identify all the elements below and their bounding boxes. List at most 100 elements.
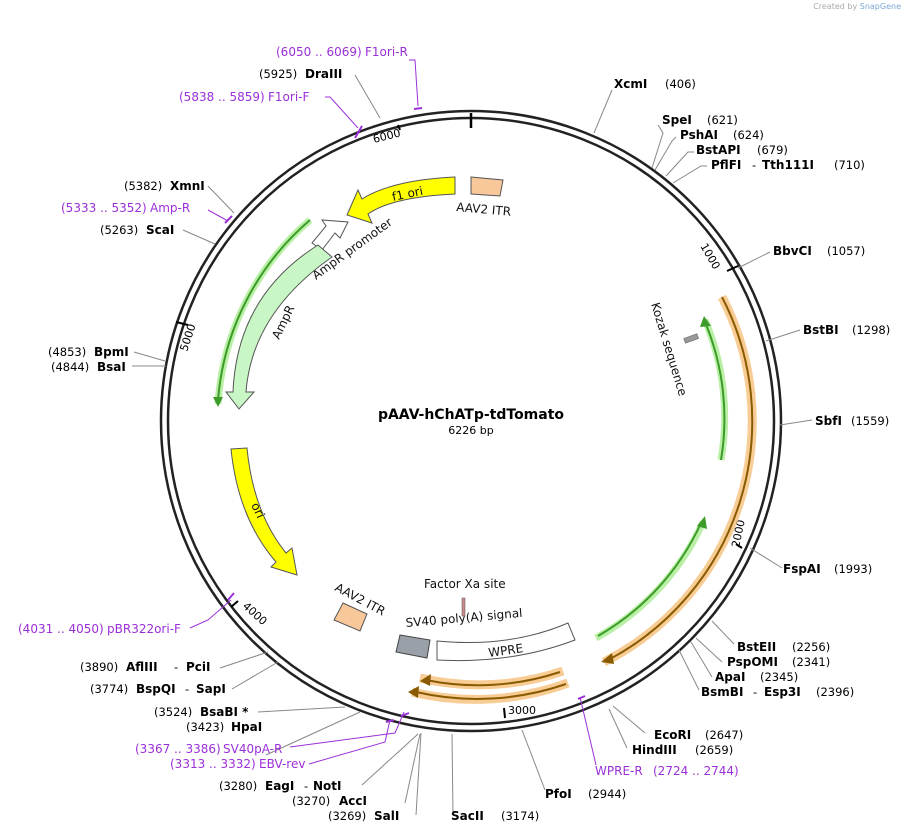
- site-bstbi[interactable]: BstBI (1298): [803, 323, 890, 337]
- site-bsai[interactable]: (4844) BsaI: [51, 360, 126, 374]
- site-sali[interactable]: (3269) SalI: [328, 809, 399, 823]
- site-apai[interactable]: ApaI (2345): [715, 670, 798, 684]
- site-pflfi-tth111i[interactable]: PflFI - Tth111I (710): [711, 158, 865, 172]
- credit-prefix: Created by: [813, 2, 858, 11]
- site-afliii-pcii[interactable]: (3890) AflIII - PciI: [80, 660, 211, 674]
- green-arc-left-arrow: [213, 397, 223, 407]
- primer-amp-r[interactable]: (5333 .. 5352) Amp-R: [61, 201, 190, 215]
- site-pos-bstbi: (1298): [852, 323, 890, 337]
- site-acci[interactable]: (3270) AccI: [292, 794, 367, 808]
- site-name-ecori: EcoRI: [654, 728, 691, 742]
- site-name-sacii: SacII: [451, 809, 484, 823]
- site-bsteii[interactable]: BstEII (2256): [737, 640, 830, 654]
- site-name-bbvci: BbvCI: [773, 244, 812, 258]
- feature-aav2-itr-top: AAV2 ITR: [456, 176, 512, 219]
- ruler-label-5000: 5000: [177, 322, 198, 353]
- feature-label-f1-ori: f1 ori: [391, 184, 425, 204]
- site-pos-scai: (5263): [100, 223, 138, 237]
- primer-name-amp-r: Amp-R: [150, 201, 190, 215]
- site-pos-bsai: (4844): [51, 360, 89, 374]
- site-name-hpai: HpaI: [231, 720, 262, 734]
- feature-label-factor-xa: Factor Xa site: [424, 577, 506, 591]
- site-pos-fspai: (1993): [834, 562, 872, 576]
- primer-ebv-rev[interactable]: (3313 .. 3332) EBV-rev: [170, 757, 305, 771]
- site-hindiii[interactable]: HindIII (2659): [632, 743, 733, 757]
- site-ecori[interactable]: EcoRI (2647): [654, 728, 743, 742]
- orf-arc-inner-arrow: [408, 686, 419, 698]
- site-pos-sbfi: (1559): [851, 414, 889, 428]
- site-name-pspomi: PspOMI: [727, 655, 778, 669]
- site-pos-bspqi: (3774): [90, 682, 128, 696]
- site-name-pshai: PshAI: [680, 128, 718, 142]
- site-scai[interactable]: (5263) ScaI: [100, 223, 174, 237]
- site-pos-pspomi: (2341): [792, 655, 830, 669]
- site-name-pflfi: PflFI: [711, 158, 741, 172]
- primer-range-wpre-r: (2724 .. 2744): [653, 764, 739, 778]
- site-xmni[interactable]: (5382) XmnI: [124, 179, 205, 193]
- site-name-esp3i: Esp3I: [764, 685, 801, 699]
- site-bpmi[interactable]: (4853) BpmI: [48, 345, 129, 359]
- primer-sv40pa-r[interactable]: (3367 .. 3386) SV40pA-R: [135, 742, 282, 756]
- green-arc-lower-core: [597, 522, 702, 637]
- site-name-acci: AccI: [339, 794, 367, 808]
- site-name-bsai: BsaI: [97, 360, 126, 374]
- site-pos-sali: (3269): [328, 809, 366, 823]
- primer-name-wpre-r: WPRE-R: [595, 764, 643, 778]
- site-sep-bsmbi: -: [753, 685, 757, 699]
- site-pos-bsmbi: (2396): [816, 685, 854, 699]
- site-pos-bsabi: (3524): [154, 705, 192, 719]
- primer-name-f1ori-r: F1ori-R: [365, 45, 408, 59]
- feature-label-ori: ori: [248, 500, 267, 520]
- ruler-label-3000: 3000: [508, 704, 536, 717]
- site-sbfi[interactable]: SbfI (1559): [815, 414, 889, 428]
- site-name-bstbi: BstBI: [803, 323, 839, 337]
- site-pos-bpmi: (4853): [48, 345, 86, 359]
- site-name-xcmi: XcmI: [614, 77, 647, 91]
- plasmid-size: 6226 bp: [448, 424, 493, 437]
- orf-arc-outer-core: [609, 296, 754, 660]
- site-name-noti: NotI: [313, 779, 342, 793]
- feature-ori: ori: [230, 447, 298, 576]
- site-xcmi[interactable]: XcmI (406): [614, 77, 696, 91]
- ruler-6000: 6000: [372, 124, 402, 146]
- orf-arc-inner-core: [415, 683, 567, 700]
- primer-name-f1ori-f: F1ori-F: [268, 90, 309, 104]
- site-name-pcii: PciI: [186, 660, 211, 674]
- site-pos-xcmi: (406): [665, 77, 696, 91]
- site-pfoi[interactable]: PfoI (2944): [545, 787, 626, 801]
- site-bsabi[interactable]: (3524) BsaBI *: [154, 705, 249, 719]
- site-name-fspai: FspAI: [783, 562, 821, 576]
- site-hpai[interactable]: (3423) HpaI: [186, 720, 262, 734]
- site-pos-acci: (3270): [292, 794, 330, 808]
- site-draiii[interactable]: (5925) DraIII: [259, 67, 342, 81]
- site-pos-pfoi: (2944): [588, 787, 626, 801]
- ruler-label-6000: 6000: [372, 127, 402, 146]
- site-name-sapi: SapI: [196, 682, 226, 696]
- site-pshai[interactable]: PshAI (624): [680, 128, 764, 142]
- site-bsmbi-esp3i[interactable]: BsmBI - Esp3I (2396): [701, 685, 854, 699]
- primer-name-pbr322ori-f: pBR322ori-F: [107, 622, 181, 636]
- plasmid-name: pAAV-hChATp-tdTomato: [378, 407, 564, 423]
- site-name-bsabi: BsaBI *: [200, 705, 249, 719]
- primer-f1ori-f[interactable]: (5838 .. 5859) F1ori-F: [179, 90, 309, 104]
- primer-pbr322ori-f[interactable]: (4031 .. 4050) pBR322ori-F: [18, 622, 181, 636]
- site-pos-ecori: (2647): [705, 728, 743, 742]
- primer-name-sv40pa-r: SV40pA-R: [223, 742, 282, 756]
- site-pos-pshai: (624): [733, 128, 764, 142]
- site-bbvci[interactable]: BbvCI (1057): [773, 244, 865, 258]
- site-pspomi[interactable]: PspOMI (2341): [727, 655, 830, 669]
- site-bspqi-sapi[interactable]: (3774) BspQI - SapI: [90, 682, 226, 696]
- ruler-3000: 3000: [503, 704, 536, 719]
- site-pos-hpai: (3423): [186, 720, 224, 734]
- primer-wpre-r[interactable]: WPRE-R (2724 .. 2744): [595, 764, 739, 778]
- primer-f1ori-r[interactable]: (6050 .. 6069) F1ori-R: [276, 45, 408, 59]
- site-bstapi[interactable]: BstAPI (679): [696, 143, 788, 157]
- site-fspai[interactable]: FspAI (1993): [783, 562, 872, 576]
- primer-range-amp-r: (5333 .. 5352): [61, 201, 147, 215]
- site-eagi-noti[interactable]: (3280) EagI - NotI: [219, 779, 342, 793]
- site-sacii[interactable]: SacII (3174): [451, 809, 539, 823]
- primer-leaders: [189, 59, 597, 766]
- site-name-bsteii: BstEII: [737, 640, 776, 654]
- site-spei[interactable]: SpeI (621): [662, 113, 738, 127]
